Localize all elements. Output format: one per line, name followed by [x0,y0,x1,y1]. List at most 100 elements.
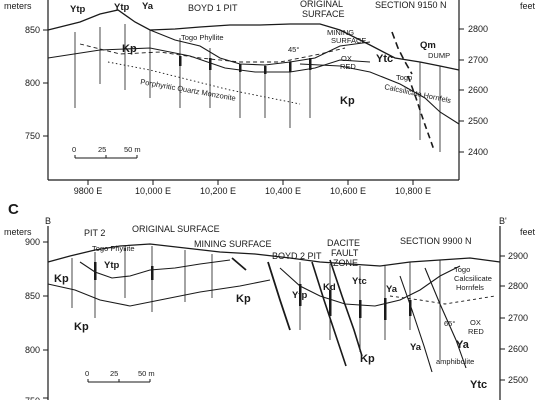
contact-line [399,275,433,373]
rock-label-ya: Ya [142,1,154,12]
scale-bar [87,379,151,383]
mining-surface-label-line1: MINING [327,28,354,37]
mining-surface-line [79,259,231,279]
reduced-label: RED [340,62,356,71]
right-unit-label: feet [520,1,536,11]
rock-label-ytp: Ytp [70,4,86,15]
right-tick-label: 2800 [508,281,528,291]
phyllite-label: Togo Phyllite [181,33,224,42]
boyd2-pit-floor [279,265,461,307]
section-9900n: C B B' meters feet 900 850 800 750 2900 … [4,201,536,400]
dip-angle-label: 65° [444,319,455,328]
scale-label: 50 m [124,145,141,154]
rock-label-ytp: Ytp [292,290,308,301]
rock-label-kd: Kd [323,282,336,293]
hornfels-label-line3: Hornfels [456,283,484,292]
porphyry-inferred-contact [107,61,301,105]
fault-zone-label-line1: DACITE [327,238,360,248]
dip-angle-label: 45° [288,45,299,54]
scale-label: 25 [98,145,106,154]
scale-label: 0 [85,369,89,378]
right-tick-marks [500,255,505,381]
pit-name-label: BOYD 1 PIT [188,3,238,13]
rock-label-kp: Kp [340,95,355,107]
hornfels-label-line1: Togo [396,73,412,82]
contact-line [424,267,467,369]
rock-label-qm: Qm [420,40,436,51]
left-tick-marks [43,29,48,137]
rock-label-kp: Kp [122,43,137,55]
x-tick-label: 10,600 E [330,186,366,196]
left-tick-label: 750 [25,396,40,400]
x-tick-label: 10,200 E [200,186,236,196]
rock-label-ytp: Ytp [114,2,130,13]
pit-name-label: PIT 2 [84,228,105,238]
left-tick-label: 800 [25,345,40,355]
right-tick-label: 2800 [468,24,488,34]
right-tick-label: 2400 [468,147,488,157]
fault-line [267,261,291,331]
left-tick-marks [43,241,48,399]
original-surface-label-line2: SURFACE [302,9,345,19]
ore-intercepts [179,56,312,74]
original-surface-line [47,9,460,71]
left-tick-label: 750 [25,131,40,141]
right-tick-label: 2900 [508,251,528,261]
right-tick-label: 2500 [508,375,528,385]
x-tick-marks [87,180,414,185]
scale-label: 0 [72,145,76,154]
dacite-fault-zone-line [329,259,363,357]
dump-label: DUMP [428,51,450,60]
x-tick-label: 10,800 E [395,186,431,196]
original-surface-label-line1: ORIGINAL [300,0,343,9]
pit-name-label: BOYD 2 PIT [272,251,322,261]
right-tick-label: 2700 [468,55,488,65]
rock-label-kp: Kp [236,293,251,305]
phyllite-label: Togo Phyllite [92,244,135,253]
hornfels-label-line1: Togo [454,265,470,274]
left-tick-label: 900 [25,237,40,247]
section-id-label: SECTION 9150 N [375,0,447,10]
mining-surface-label: MINING SURFACE [194,239,272,249]
ore-intercepts [94,262,412,320]
panel-letter: C [8,201,19,218]
rock-label-ytc: Ytc [376,53,393,65]
rock-label-ya: Ya [386,284,398,295]
rock-label-kp: Kp [74,321,89,333]
section-id-label: SECTION 9900 N [400,236,472,246]
fault-line [231,257,247,271]
section-end-left: B [45,216,51,226]
section-end-right: B' [499,216,507,226]
scale-bar [74,155,138,159]
left-tick-label: 850 [25,25,40,35]
pit-mining-surface [149,29,371,66]
rock-label-ytc: Ytc [352,276,367,287]
right-tick-label: 2600 [508,344,528,354]
reduced-label: RED [468,327,484,336]
right-tick-label: 2500 [468,116,488,126]
x-tick-label: 9800 E [74,186,103,196]
right-tick-label: 2700 [508,313,528,323]
x-tick-label: 10,400 E [265,186,301,196]
rock-label-ytc: Ytc [470,379,487,391]
left-tick-label: 850 [25,291,40,301]
rock-label-ya: Ya [410,342,422,353]
mining-surface-label-line2: SURFACE [331,36,366,45]
x-tick-label: 10,000 E [135,186,171,196]
right-tick-label: 2600 [468,85,488,95]
right-unit-label: feet [520,227,536,237]
fault-line [391,31,413,75]
rock-label-ya: Ya [456,339,470,351]
phyllite-contact [79,43,346,63]
rock-label-ytp: Ytp [104,260,120,271]
rock-label-kp: Kp [54,273,69,285]
left-tick-label: 800 [25,78,40,88]
right-tick-marks [459,28,464,153]
fault-line [407,75,435,151]
hornfels-label-line2: Calcsilicate Hornfels [384,82,453,105]
amphibolite-label: amphibolite [436,357,474,366]
section-9150n: meters 850 800 750 feet 2800 2700 2600 2… [4,0,536,196]
original-surface-line [47,243,501,267]
oxidized-label: OX [470,318,481,327]
